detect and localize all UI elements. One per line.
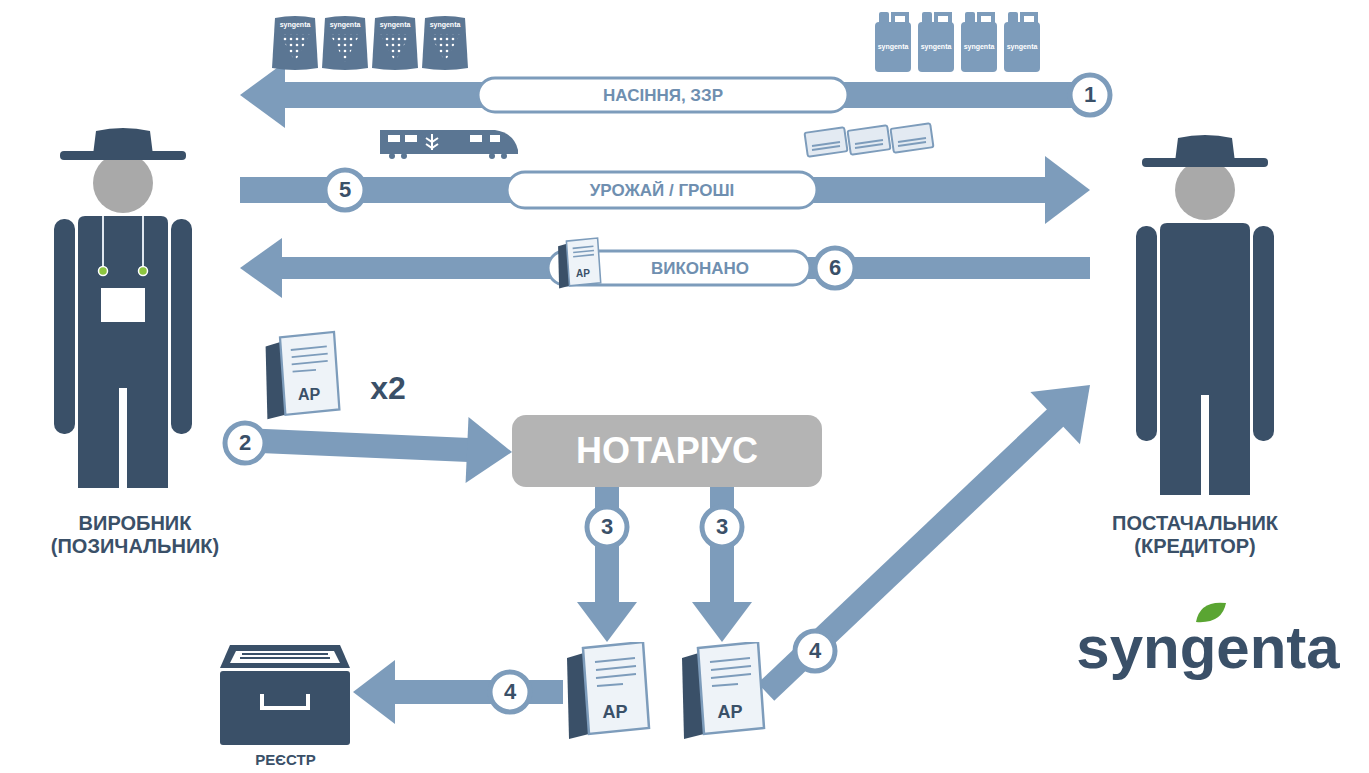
- node-outline: [563, 642, 651, 740]
- node-label: АР: [602, 702, 627, 723]
- label-pills: [478, 78, 848, 285]
- edge-label: ВИКОНАНО: [651, 260, 749, 277]
- arrow-head: [466, 417, 512, 483]
- arrow-head: [577, 602, 637, 642]
- seed-bags: [272, 16, 468, 70]
- callout-number: 6: [829, 257, 841, 279]
- receipt-document: АР: [563, 642, 651, 740]
- arrow-head: [240, 62, 285, 128]
- node-label: ВИРОБНИК (ПОЗИЧАЛЬНИК): [35, 512, 235, 558]
- arrow-shaft: [280, 257, 1090, 279]
- callout-number: 2: [239, 432, 251, 454]
- callout-number: 4: [504, 681, 516, 703]
- flow-arrow: [353, 660, 563, 724]
- receipt-document: АР: [678, 642, 766, 740]
- arrow-shaft: [393, 680, 563, 704]
- chemical-canisters: [875, 12, 1040, 72]
- callout-number: 5: [339, 179, 351, 201]
- arrow-head: [692, 602, 752, 642]
- node-outline: [218, 638, 353, 770]
- callout-number: 3: [601, 516, 613, 538]
- notary-box: НОТАРІУС: [512, 415, 822, 487]
- creditor-figure: ПОСТАЧАЛЬНИК (КРЕДИТОР): [1090, 80, 1300, 560]
- document-code: АР: [298, 387, 320, 403]
- flow-arrow: [692, 487, 752, 642]
- edge-label: НАСІННЯ, ЗЗР: [603, 87, 723, 104]
- brand-mark: syngenta: [1007, 43, 1038, 50]
- flow-arrow: [240, 238, 1090, 298]
- arrow-head: [240, 238, 282, 298]
- node-outline: [30, 80, 240, 560]
- arrow-shaft: [240, 440, 469, 450]
- brand-mark: syngenta: [380, 21, 411, 28]
- registry-cabinet: РЕЄСТР: [218, 638, 353, 770]
- node-outline: [678, 642, 766, 740]
- brand-mark: syngenta: [280, 21, 311, 28]
- borrower-figure: ВИРОБНИК (ПОЗИЧАЛЬНИК): [30, 80, 240, 560]
- brand-logo: syngenta: [1076, 618, 1339, 678]
- brand-mark: syngenta: [430, 21, 461, 28]
- callout-number: 4: [809, 640, 821, 662]
- flow-arrow: [577, 487, 637, 642]
- callout-circles: [225, 75, 1110, 712]
- flow-arrow: [240, 156, 1090, 224]
- callout-number: 1: [1084, 84, 1096, 106]
- grain-train: [380, 130, 518, 159]
- callout-number: 3: [716, 516, 728, 538]
- node-outline: [1090, 80, 1300, 560]
- brand-mark: syngenta: [921, 43, 952, 50]
- node-label: ПОСТАЧАЛЬНИК (КРЕДИТОР): [1095, 512, 1295, 558]
- arrow-head: [1030, 385, 1090, 444]
- arrow-head: [1045, 156, 1090, 224]
- brand-mark: syngenta: [330, 21, 361, 28]
- node-label: РЕЄСТР: [255, 751, 315, 768]
- flow-arrow: [240, 417, 512, 483]
- document-code: АР: [576, 269, 590, 279]
- arrow-head: [353, 660, 395, 724]
- node-label: НОТАРІУС: [576, 430, 758, 471]
- edge-label: УРОЖАЙ / ГРОШІ: [590, 182, 735, 199]
- brand-mark: syngenta: [964, 43, 995, 50]
- copy-multiplier: x2: [370, 372, 406, 404]
- node-label: АР: [717, 702, 742, 723]
- flow-arrow: [240, 62, 1090, 128]
- small-documents: [266, 238, 601, 419]
- brand-mark: syngenta: [878, 43, 909, 50]
- money-stacks: [805, 123, 934, 156]
